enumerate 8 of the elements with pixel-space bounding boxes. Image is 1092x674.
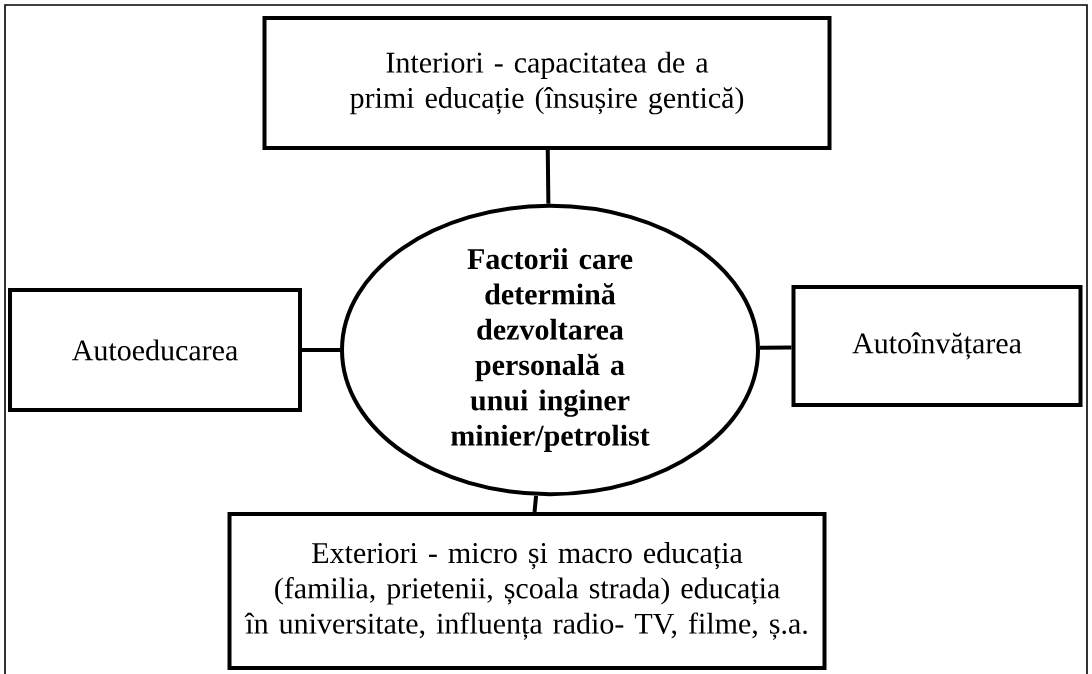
- factor-box: Autoeducarea: [8, 288, 302, 412]
- factor-box: Exteriori - micro și macro educația (familia, prietenii, școala strada) educația în universitate, influența radio- TV, filme, ș.a.: [227, 512, 827, 670]
- connector-line: [545, 149, 551, 204]
- factor-box: Interiori - capacitatea de a primi educație (însușire gentică): [262, 16, 832, 150]
- connector-line: [759, 345, 792, 350]
- factor-box: Autoînvățarea: [791, 285, 1083, 407]
- connector-line: [302, 348, 340, 352]
- connector-line: [532, 495, 539, 513]
